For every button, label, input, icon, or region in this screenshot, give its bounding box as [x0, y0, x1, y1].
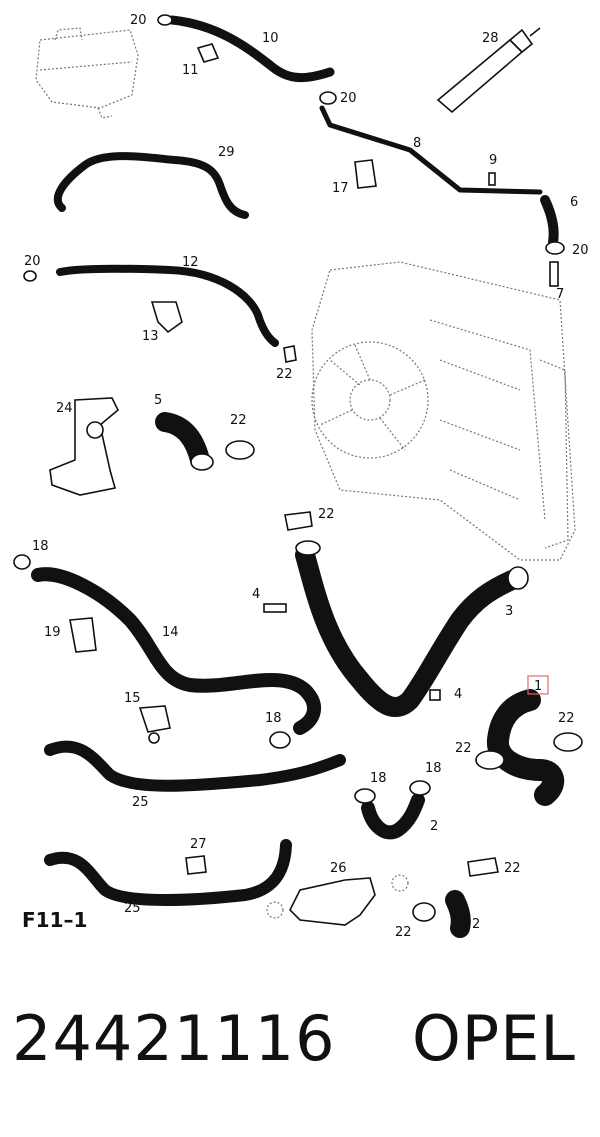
callout-17: 15	[124, 691, 141, 706]
hose-1	[487, 689, 565, 806]
callout-1: 1	[534, 679, 542, 694]
reservoir-ghost	[35, 27, 139, 119]
callout-labels: 20 10 11 20 28 8 9 17 29 6 20 7 20 12 13…	[24, 13, 589, 940]
callout-23: 25	[132, 795, 149, 810]
figure-id: F11–1	[22, 908, 88, 932]
clamp-22-f	[412, 902, 436, 922]
pipe-9	[319, 105, 543, 195]
callout-15: 13	[142, 329, 159, 344]
hose-6	[155, 412, 214, 471]
callout-18-b: 18	[265, 711, 282, 726]
callout-20-d: 20	[24, 254, 41, 269]
callout-22-d: 22	[455, 741, 472, 756]
callout-10: 9	[489, 153, 497, 168]
radiator-ghost	[311, 261, 576, 561]
clamp-22-d	[553, 732, 583, 752]
part-footer: 24421116 OPEL	[0, 1002, 600, 1092]
callout-6: 5	[154, 393, 162, 408]
clip-21	[283, 345, 297, 363]
hose-14	[56, 264, 279, 347]
callout-18-a: 18	[32, 539, 49, 554]
callout-25: 25	[124, 901, 141, 916]
hose-25	[44, 839, 292, 906]
callout-4-b: 4	[454, 687, 462, 702]
callout-3: 3	[505, 604, 513, 619]
clamp-18-mid	[269, 731, 291, 749]
pipe-26	[289, 877, 376, 926]
bolt-4-a	[263, 603, 287, 613]
clamp-18-c	[354, 788, 376, 804]
clamp-20-mid	[319, 91, 337, 105]
callout-18-d: 18	[425, 761, 442, 776]
hose-7	[540, 195, 559, 247]
bracket-ghost	[266, 874, 409, 919]
callout-9: 8	[413, 136, 421, 151]
clip-19	[69, 617, 97, 653]
callout-27: 27	[190, 837, 207, 852]
callout-20-a: 20	[130, 13, 147, 28]
callout-20-c: 20	[572, 243, 589, 258]
brand-name: OPEL	[412, 1002, 576, 1075]
clamp-20-top	[157, 14, 173, 26]
callout-2: 2	[472, 917, 480, 932]
callout-22-e: 22	[504, 861, 521, 876]
callout-13: 11	[182, 63, 199, 78]
callout-21: 22	[276, 367, 293, 382]
clamp-22-c	[475, 750, 505, 770]
sensor-28	[436, 27, 541, 114]
clamp-20-left	[23, 270, 37, 282]
hose-29	[53, 152, 249, 219]
hose-2	[445, 890, 471, 938]
callout-29: 29	[218, 145, 235, 160]
callout-18-c: 18	[370, 771, 387, 786]
clamp-18-left	[13, 554, 31, 570]
clamp-22-e	[467, 857, 499, 877]
clamp-20-right	[545, 241, 565, 255]
clamp-22-a	[225, 440, 255, 460]
bracket-11	[354, 159, 377, 189]
callout-22-a: 22	[230, 413, 247, 428]
bracket-24	[49, 397, 119, 496]
bolt-4-b	[429, 689, 441, 701]
hose-23	[44, 740, 346, 792]
bolt-10	[488, 172, 496, 186]
callout-28: 28	[482, 31, 499, 46]
callout-11: 17	[332, 181, 349, 196]
callout-8: 7	[556, 287, 564, 302]
callout-19: 19	[44, 625, 61, 640]
clamp-22-b	[284, 511, 313, 531]
callout-5: 2	[430, 819, 438, 834]
callout-1-box	[527, 675, 549, 695]
callout-12: 10	[262, 31, 279, 46]
callout-26: 26	[330, 861, 347, 876]
callout-16: 14	[162, 625, 179, 640]
clip-17	[138, 705, 171, 744]
callout-4-a: 4	[252, 587, 260, 602]
pipe-3	[295, 540, 529, 717]
hose-5	[361, 793, 425, 840]
part-number: 24421116	[12, 1002, 336, 1075]
bolt-8	[549, 261, 559, 287]
callout-22-c: 22	[558, 711, 575, 726]
callout-7: 6	[570, 195, 578, 210]
clip-13	[196, 43, 220, 63]
callout-20-b: 20	[340, 91, 357, 106]
clip-27	[185, 855, 207, 875]
callout-22-b: 22	[318, 507, 335, 522]
clip-15	[150, 301, 183, 334]
hose-12	[167, 15, 335, 83]
clamp-18-d	[409, 780, 431, 796]
callout-24: 24	[56, 401, 73, 416]
hose-16	[31, 567, 321, 735]
callout-14: 12	[182, 255, 199, 270]
callout-22-f: 22	[395, 925, 412, 940]
